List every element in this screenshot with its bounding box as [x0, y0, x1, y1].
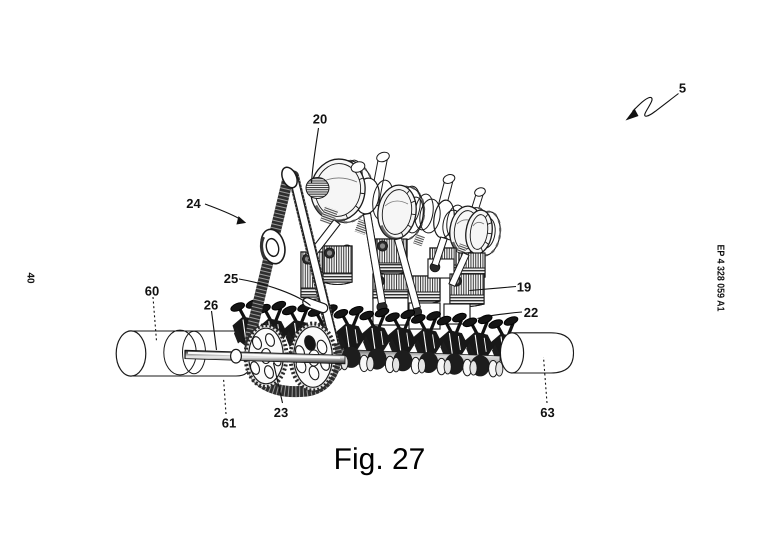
svg-text:63: 63 — [540, 405, 554, 420]
svg-text:61: 61 — [222, 416, 236, 431]
svg-text:20: 20 — [313, 112, 327, 127]
svg-text:19: 19 — [517, 280, 531, 295]
svg-text:22: 22 — [524, 305, 538, 320]
svg-text:EP 4 328 059 A1: EP 4 328 059 A1 — [715, 245, 726, 312]
svg-text:25: 25 — [224, 271, 238, 286]
svg-text:Fig. 27: Fig. 27 — [334, 443, 426, 476]
svg-text:60: 60 — [145, 284, 159, 299]
svg-text:26: 26 — [204, 298, 218, 313]
svg-text:40: 40 — [25, 273, 36, 285]
svg-text:23: 23 — [274, 405, 288, 420]
svg-text:5: 5 — [679, 81, 686, 96]
svg-text:24: 24 — [186, 196, 201, 211]
